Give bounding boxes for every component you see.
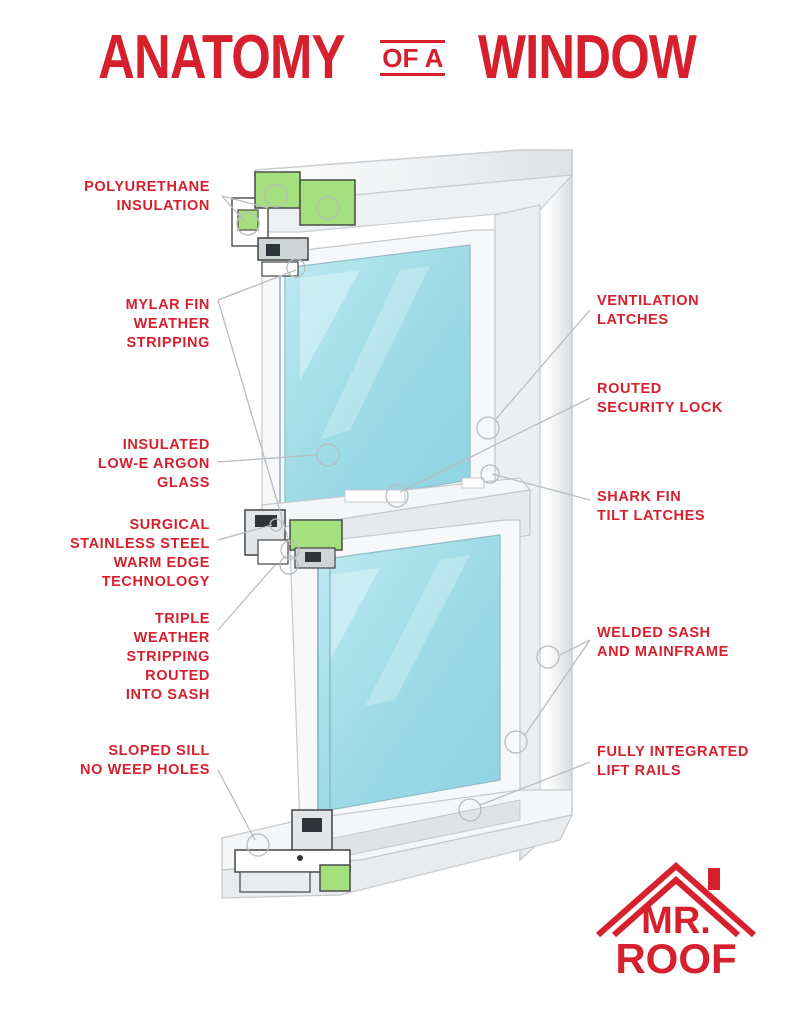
tilt-latch-block — [344, 489, 406, 503]
logo-line-roof: ROOF — [615, 935, 737, 982]
head-profile — [231, 171, 356, 277]
meeting-rail-profile — [244, 509, 343, 569]
callout-lines-left — [217, 184, 340, 857]
logo-line-mr: MR. — [641, 900, 711, 942]
mr-roof-logo: MR. ROOF — [598, 900, 754, 982]
roof-logo-mark — [596, 861, 756, 938]
title-window: WINDOW — [477, 23, 697, 92]
title-of-a: OF A — [380, 39, 446, 76]
callout-lines-right — [385, 309, 591, 822]
sill-profile — [234, 809, 351, 893]
title-anatomy: ANATOMY — [98, 23, 345, 92]
diagram-title: ANATOMY OF A WINDOW — [0, 22, 791, 93]
